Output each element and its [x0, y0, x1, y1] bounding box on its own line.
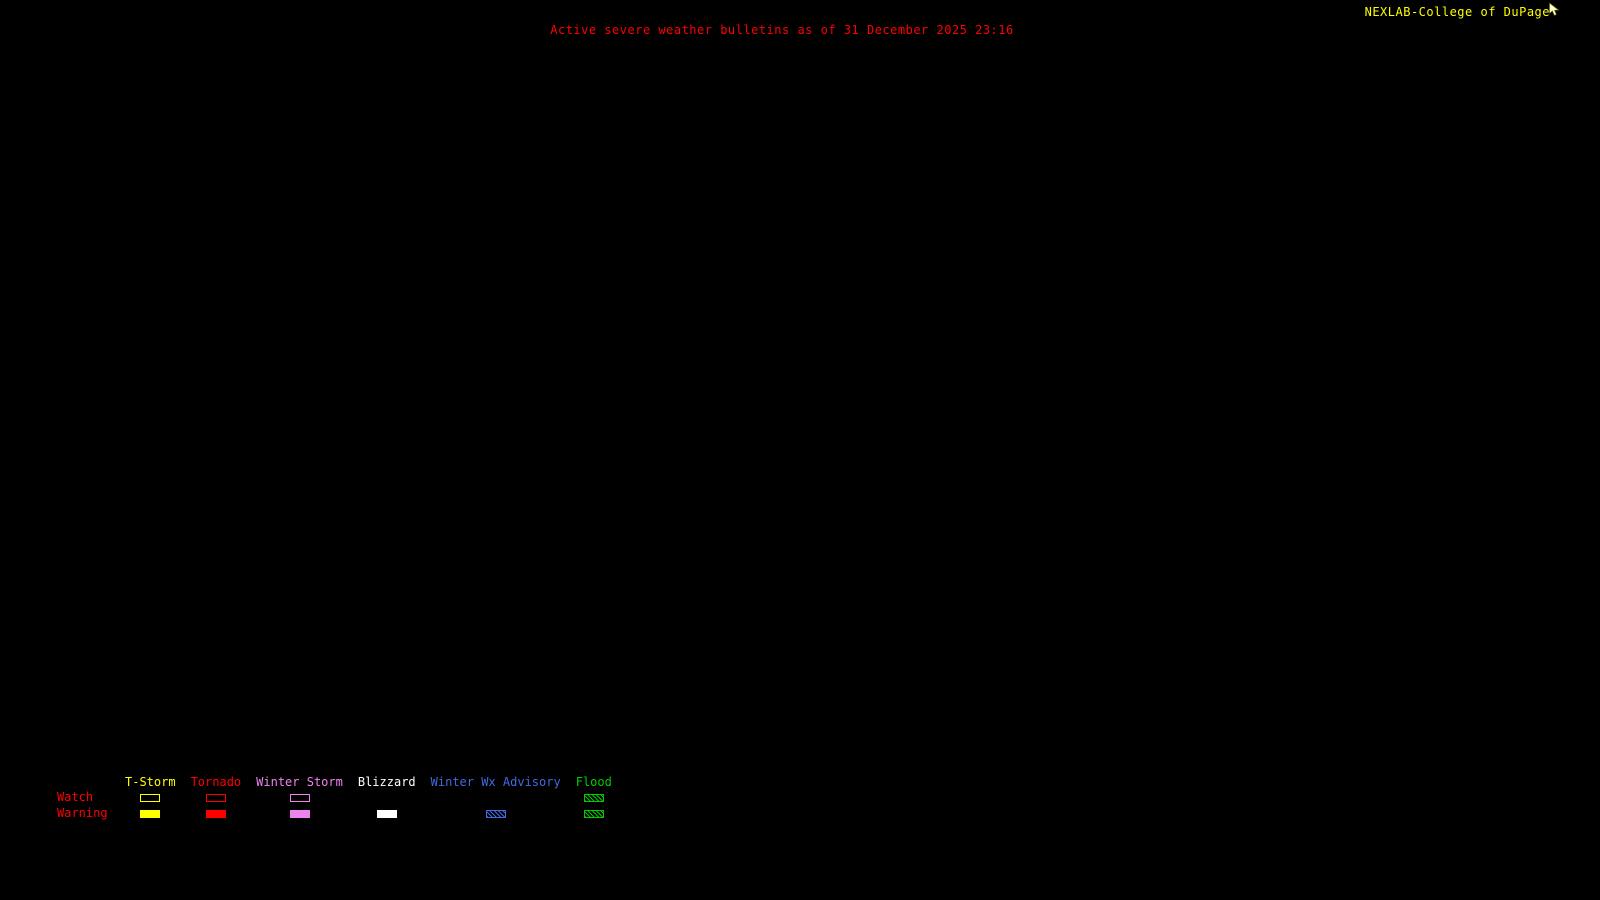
blizzard-warning-swatch: [376, 809, 397, 818]
swatch-row: [289, 807, 310, 820]
swatch-row: [376, 807, 397, 820]
legend-column-label: Winter Wx Advisory: [430, 775, 561, 789]
t-storm-watch-swatch: [140, 793, 161, 802]
swatch-row: [205, 791, 226, 804]
flood-warning-swatch: [583, 809, 604, 818]
winter-storm-watch-swatch: [289, 793, 310, 802]
swatch-row: [583, 807, 604, 820]
winter-storm-warning-swatch: [289, 809, 310, 818]
swatch-row: [485, 807, 506, 820]
legend-column-blizzard: Blizzard: [358, 776, 416, 823]
brand-text: NEXLAB-College of DuPage: [1364, 5, 1550, 19]
swatch-row: [140, 791, 161, 804]
legend-row-labels: Watch Warning: [57, 776, 109, 823]
legend-column-label: T-Storm: [125, 775, 176, 789]
legend: Watch Warning T-Storm Tornado Winter Storm…: [57, 776, 612, 823]
legend-column-label: Blizzard: [357, 775, 416, 789]
tornado-watch-swatch: [205, 793, 226, 802]
legend-column-label: Flood: [575, 775, 612, 789]
legend-column-winter-storm: Winter Storm: [256, 776, 343, 823]
legend-column-tornado: Tornado: [190, 775, 242, 823]
swatch-row: [140, 807, 161, 820]
legend-column-flood: Flood: [576, 776, 612, 823]
flood-watch-swatch: [583, 793, 604, 802]
legend-column-label: Tornado: [190, 775, 242, 789]
swatch-row: [583, 791, 604, 804]
legend-warning-label: Warning: [57, 806, 108, 820]
legend-column-winter-wx-advisory: Winter Wx Advisory: [431, 776, 561, 823]
swatch-row: [377, 791, 397, 804]
tornado-warning-swatch: [205, 809, 226, 818]
t-storm-warning-swatch: [140, 809, 161, 818]
legend-watch-label: Watch: [57, 790, 94, 804]
legend-column-label: Winter Storm: [256, 775, 343, 789]
map-title: Active severe weather bulletins as of 31…: [550, 23, 1014, 37]
swatch-row: [205, 807, 226, 820]
legend-columns: T-Storm Tornado Winter Storm Blizzard Winter…: [125, 776, 612, 823]
swatch-row: [289, 791, 310, 804]
legend-column-t-storm: T-Storm: [125, 776, 176, 823]
winter-wx-advisory-warning-swatch: [485, 809, 506, 818]
mouse-cursor-icon: [1549, 2, 1560, 16]
swatch-row: [486, 791, 506, 804]
